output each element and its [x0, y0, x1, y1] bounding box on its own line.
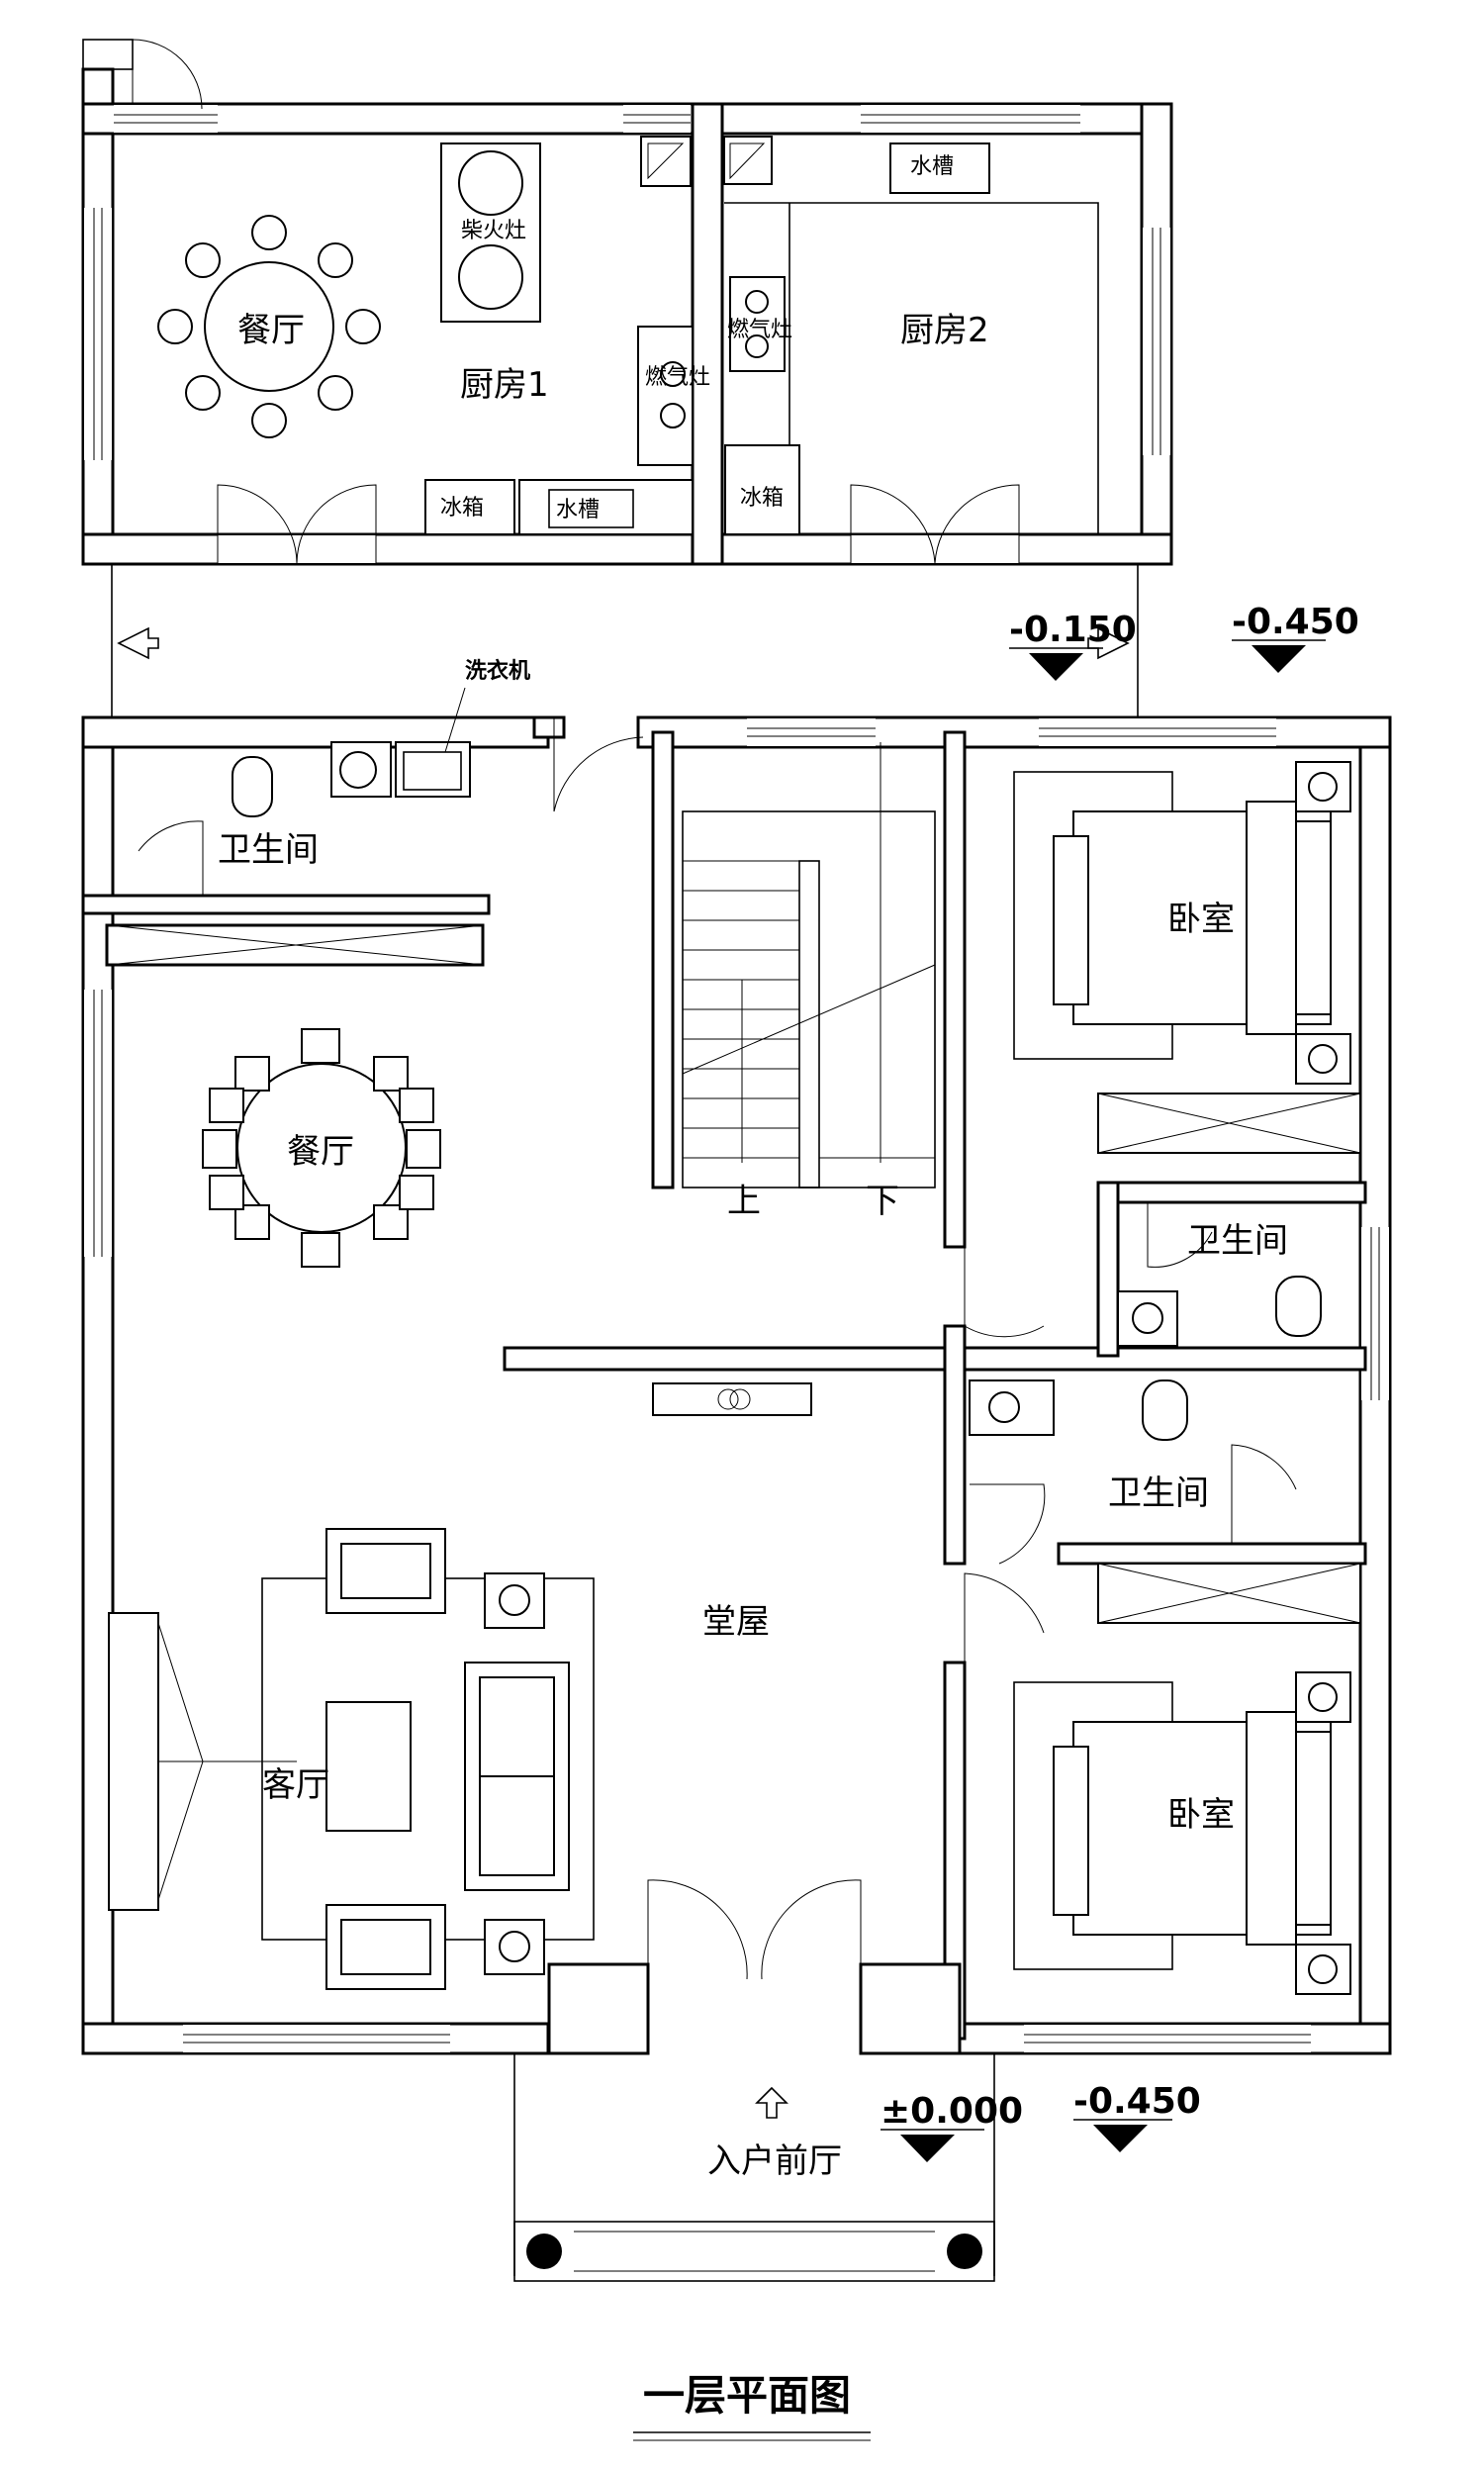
bathroom-right-mid [969, 1379, 1297, 1565]
left-bathroom: 卫生间 [138, 756, 319, 896]
hall-label: 堂屋 [702, 1602, 770, 1642]
bathroom-left-label: 卫生间 [218, 830, 319, 870]
bathroom-right-mid-label: 卫生间 [1108, 1474, 1209, 1513]
stairs-down-label: 下 [866, 1182, 899, 1221]
bedroom-bottom-furniture [1013, 1671, 1351, 1995]
kitchen1-label: 厨房1 [460, 365, 549, 405]
fridge-k1-label: 冰箱 [440, 496, 484, 521]
washer-label: 洗衣机 [465, 658, 530, 684]
main-dining-table [202, 1028, 441, 1268]
level-markers: -0.150 -0.450 ±0.000 -0.450 [881, 602, 1359, 2162]
level-corridor: -0.150 [1009, 610, 1137, 650]
entrance-label: 入户前厅 [707, 2141, 842, 2181]
dining-main-label: 餐厅 [287, 1132, 354, 1172]
bathroom-right-top-label: 卫生间 [1187, 1221, 1288, 1261]
kitchen1-fixtures: 柴火灶 冰箱 水槽 燃气灶 [424, 136, 710, 535]
hall-console [652, 1382, 812, 1416]
level-outside-top: -0.450 [1232, 602, 1359, 642]
bedroom-top-label: 卧室 [1167, 900, 1235, 939]
living-room-furniture [108, 1528, 595, 1990]
bedroom-top-furniture [1013, 761, 1351, 1085]
gas-stove-k2-label: 燃气灶 [727, 318, 792, 342]
entrance-porch [513, 1879, 995, 2282]
kitchen-block [81, 39, 1173, 566]
corridor [111, 564, 1139, 717]
washer-area: 洗衣机 [330, 658, 530, 798]
level-entrance: ±0.000 [881, 2091, 1023, 2132]
stairs-up-label: 上 [727, 1182, 761, 1221]
sink-k1-label: 水槽 [556, 498, 600, 523]
dining-top-label: 餐厅 [237, 311, 305, 350]
gas-stove-k1-label: 燃气灶 [645, 365, 710, 390]
wood-stove-label: 柴火灶 [461, 219, 526, 243]
sink-k2-label: 水槽 [910, 154, 954, 179]
kitchen2-fixtures: 水槽 燃气灶 冰箱 [723, 136, 1099, 535]
staircase: 上 下 [682, 742, 936, 1221]
living-label: 客厅 [262, 1765, 329, 1805]
bathroom-right-top [1117, 1202, 1322, 1347]
drawing-title: 一层平面图 [643, 2371, 851, 2420]
kitchen2-label: 厨房2 [900, 311, 989, 350]
top-dining-table [157, 215, 381, 438]
fridge-k2-label: 冰箱 [740, 486, 784, 511]
level-outside-bottom: -0.450 [1073, 2081, 1201, 2122]
main-house-walls [81, 715, 1392, 2055]
bedroom-bottom-label: 卧室 [1167, 1795, 1235, 1835]
